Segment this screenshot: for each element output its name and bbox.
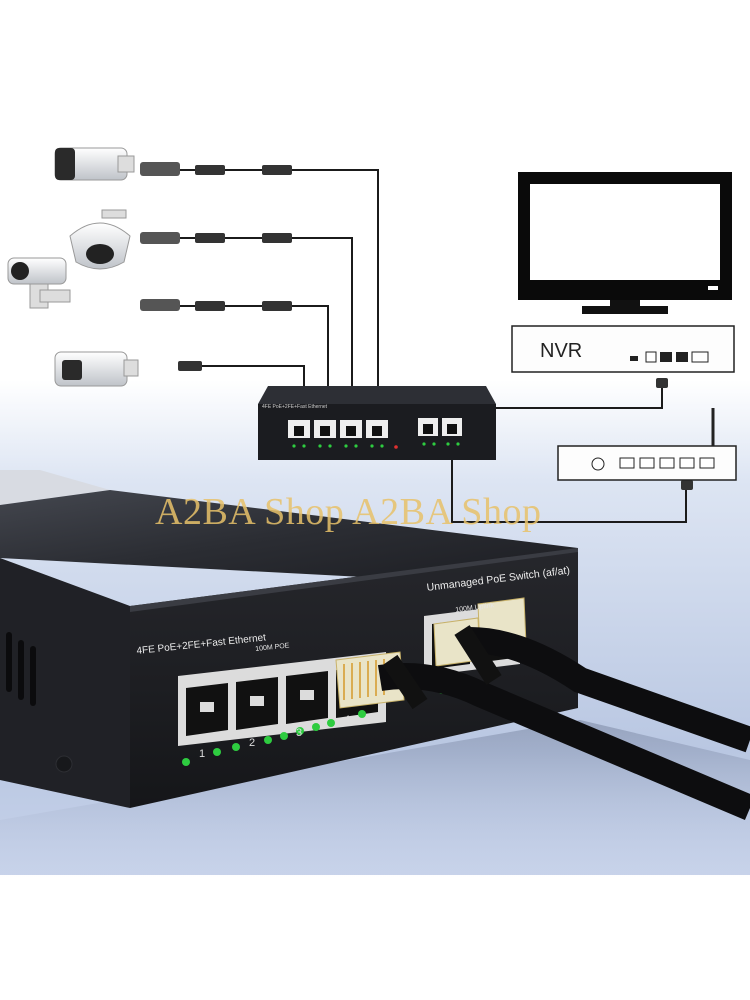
cable-connectors [140,162,693,490]
switch-small-model-label: 4FE PoE+2FE+Fast Ethernet [262,404,328,410]
watermark-text: A2BA Shop A2BA Shop [155,491,542,533]
nvr-device [511,325,735,373]
bullet-camera [54,147,135,181]
ptz-bullet-camera [7,257,71,309]
box-camera [54,351,139,387]
router-device [557,408,737,481]
port-number-2: 2 [249,737,256,749]
dome-camera [69,209,131,270]
nvr-label: NVR [540,340,583,362]
ethernet-cables [377,625,750,820]
port-number-1: 1 [199,748,206,760]
port-number-3: 3 [296,727,303,739]
port-number-4: 4 [344,714,351,726]
monitor [518,172,732,314]
switch-small [258,386,496,460]
switch-large [0,470,750,880]
